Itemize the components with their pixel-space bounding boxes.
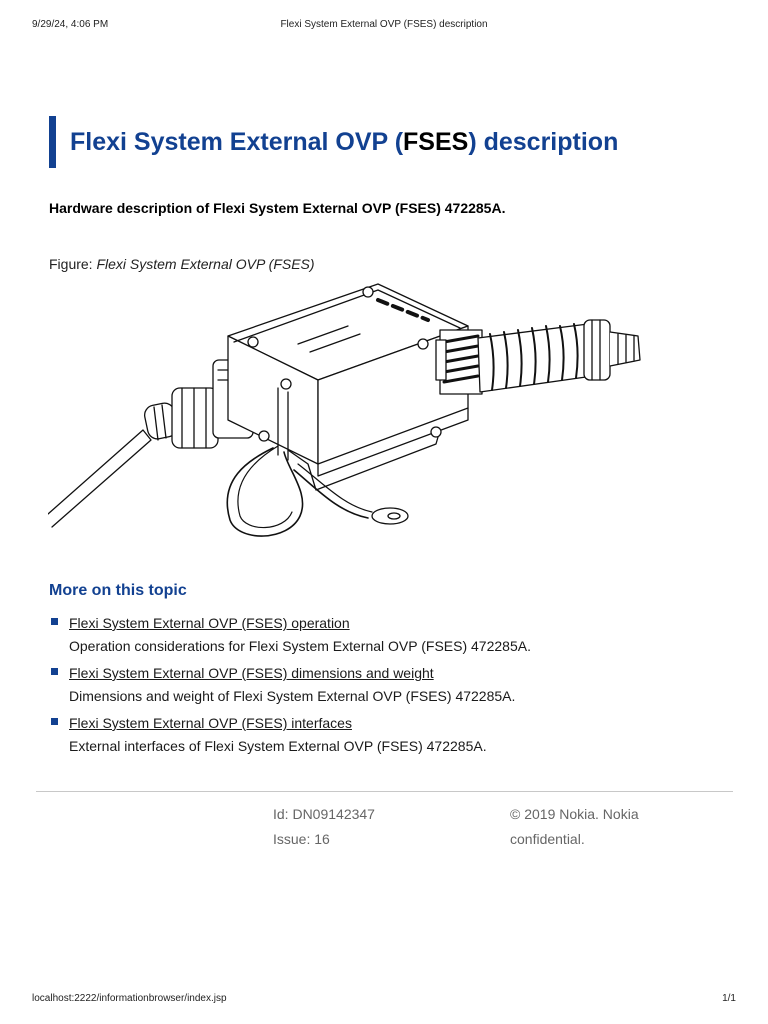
related-desc: Dimensions and weight of Flexi System Ex… — [69, 688, 516, 704]
title-accent-bar — [49, 116, 56, 168]
figure-label: Figure: — [49, 256, 97, 272]
print-footer: localhost:2222/informationbrowser/index.… — [32, 993, 736, 1007]
fses-unit-illustration — [48, 283, 641, 537]
print-header: 9/29/24, 4:06 PM Flexi System External O… — [32, 19, 736, 33]
copyright-line-1: © 2019 Nokia. Nokia — [510, 806, 639, 822]
copyright-notice: © 2019 Nokia. Nokia confidential. — [510, 802, 680, 852]
ground-wire — [226, 430, 409, 537]
related-link-operation[interactable]: Flexi System External OVP (FSES) operati… — [69, 615, 350, 631]
copyright-line-2: confidential. — [510, 831, 585, 847]
document-id: Id: DN09142347 — [273, 806, 375, 822]
related-link-interfaces[interactable]: Flexi System External OVP (FSES) interfa… — [69, 715, 352, 731]
figure-title: Flexi System External OVP (FSES) — [96, 256, 315, 272]
list-item: Flexi System External OVP (FSES) interfa… — [49, 712, 729, 762]
bullet-square-icon — [51, 718, 58, 725]
related-link-dimensions[interactable]: Flexi System External OVP (FSES) dimensi… — [69, 665, 434, 681]
footer-divider — [36, 791, 733, 792]
print-doc-title: Flexi System External OVP (FSES) descrip… — [280, 19, 488, 30]
print-datetime: 9/29/24, 4:06 PM — [32, 19, 109, 30]
page-title: Flexi System External OVP (FSES) descrip… — [70, 128, 618, 157]
right-cable-gland — [583, 319, 641, 381]
document-issue: Issue: 16 — [273, 831, 330, 847]
corrugated-hose — [477, 323, 594, 393]
title-block: Flexi System External OVP (FSES) descrip… — [49, 116, 739, 168]
left-cable — [48, 429, 152, 528]
ovp-enclosure — [227, 283, 469, 491]
page-title-suffix: ) description — [468, 128, 619, 156]
bullet-square-icon — [51, 618, 58, 625]
related-desc: External interfaces of Flexi System Exte… — [69, 738, 487, 754]
right-connector — [435, 329, 483, 395]
related-topics-list: Flexi System External OVP (FSES) operati… — [49, 612, 729, 762]
list-item: Flexi System External OVP (FSES) dimensi… — [49, 662, 729, 712]
page-title-prefix: Flexi System External OVP ( — [70, 128, 404, 156]
page-count: 1/1 — [722, 993, 736, 1004]
short-description: Hardware description of Flexi System Ext… — [49, 200, 506, 216]
page-title-acronym: FSES — [403, 128, 469, 156]
document-meta: Id: DN09142347 Issue: 16 — [273, 802, 375, 852]
print-url: localhost:2222/informationbrowser/index.… — [32, 993, 227, 1004]
list-item: Flexi System External OVP (FSES) operati… — [49, 612, 729, 662]
related-desc: Operation considerations for Flexi Syste… — [69, 638, 531, 654]
figure-caption: Figure: Flexi System External OVP (FSES) — [49, 256, 315, 272]
bullet-square-icon — [51, 668, 58, 675]
related-topics-heading: More on this topic — [49, 582, 187, 599]
